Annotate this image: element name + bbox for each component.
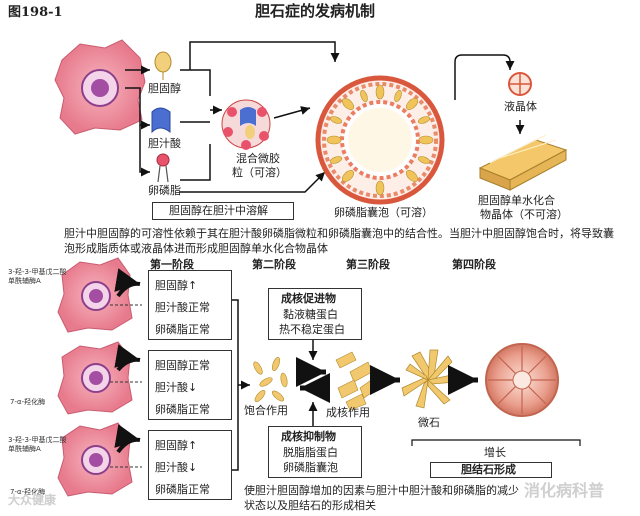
- stone-formation-box: 胆结石形成: [430, 462, 552, 478]
- cell-label-1: 3-羟-3-甲基戊二酸单酰辅酶A: [8, 268, 67, 285]
- caption-bottom-2: 状态以及胆结石的形成相关: [244, 499, 376, 512]
- stage-1-heading: 第一阶段: [150, 258, 194, 271]
- stage1-box-1: 胆固醇↑ 胆汁酸正常 卵磷脂正常: [148, 270, 232, 340]
- stage-2-heading: 第二阶段: [252, 258, 296, 271]
- mixed-micelle-label-1: 混合微胶: [236, 152, 280, 165]
- inhibitor-item-2: 卵磷脂囊泡: [283, 461, 338, 474]
- lecithin-vesicle-icon: [315, 75, 445, 205]
- liver-cell-2: [57, 341, 133, 415]
- monohydrate-label-2: 物晶体（不可溶）: [480, 208, 568, 221]
- stage1-box-2-row-2: 胆汁酸↓: [155, 381, 198, 394]
- stage1-box-3: 胆固醇↑ 胆汁酸↓ 卵磷脂正常: [148, 430, 232, 500]
- monohydrate-label-1: 胆固醇单水化合: [478, 194, 555, 207]
- stage1-box-2: 胆固醇正常 胆汁酸↓ 卵磷脂正常: [148, 350, 232, 420]
- promoter-item-2: 热不稳定蛋白: [279, 323, 345, 336]
- cell-label-3: 3-羟-3-甲基戊二酸单酰辅酶A: [8, 436, 67, 453]
- stage1-box-3-row-2: 胆汁酸↓: [155, 461, 198, 474]
- cholesterol-icon: [154, 51, 172, 80]
- saturated-crystals-icon: [253, 357, 288, 402]
- promoters-box: 成核促进物 黏液糖蛋白 热不稳定蛋白: [268, 288, 362, 340]
- liver-cell-top: [54, 39, 146, 135]
- cholesterol-label: 胆固醇: [148, 82, 181, 95]
- dissolve-label: 胆固醇在胆汁中溶解: [169, 204, 268, 217]
- gallstone-icon: [485, 343, 559, 417]
- microstone-icon: [401, 349, 457, 409]
- stage1-box-2-row-1: 胆固醇正常: [155, 359, 210, 372]
- nucleation-label: 成核作用: [326, 406, 370, 419]
- figure-label: 图198-1: [8, 5, 63, 20]
- stage1-box-2-row-3: 卵磷脂正常: [155, 403, 210, 416]
- stage-3-heading: 第三阶段: [346, 258, 390, 271]
- caption-top: 胆汁中胆固醇的可溶性依赖于其在胆汁酸卵磷脂微粒和卵磷脂囊泡中的结合性。当胆汁中胆…: [64, 227, 614, 255]
- stage1-box-1-row-3: 卵磷脂正常: [155, 323, 210, 336]
- dissolve-box: 胆固醇在胆汁中溶解: [152, 202, 294, 220]
- growth-label: 增长: [484, 446, 506, 459]
- bile-acid-icon: [151, 107, 171, 134]
- stage1-box-1-row-2: 胆汁酸正常: [155, 301, 210, 314]
- watermark-left: 大众健康: [8, 493, 57, 507]
- bile-acid-label: 胆汁酸: [148, 137, 181, 150]
- lecithin-label: 卵磷脂: [148, 184, 181, 197]
- inhibitors-title: 成核抑制物: [281, 430, 336, 443]
- mixed-micelle-label-2: 粒（可溶）: [232, 166, 287, 179]
- liver-cell-3: [57, 422, 133, 497]
- mixed-micelle-icon: [221, 99, 271, 150]
- microstone-label: 微石: [418, 416, 440, 429]
- page-title: 胆石症的发病机制: [255, 2, 376, 20]
- cell-label-4: 7-α-羟化酶: [10, 488, 46, 496]
- saturation-label: 饱合作用: [244, 404, 288, 417]
- equilibrium-arrows-icon: [296, 357, 330, 403]
- lecithin-icon: [156, 153, 170, 183]
- promoter-item-1: 黏液糖蛋白: [283, 308, 338, 321]
- liver-cell-1: [57, 257, 133, 333]
- stage1-box-1-row-1: 胆固醇↑: [155, 279, 198, 292]
- inhibitors-box: 成核抑制物 脱脂脂蛋白 卵磷脂囊泡: [268, 426, 362, 478]
- inhibitor-item-1: 脱脂脂蛋白: [283, 446, 338, 459]
- stone-formation-label: 胆结石形成: [461, 463, 516, 476]
- cell-label-2: 7-α-羟化酶: [10, 398, 46, 406]
- promoters-title: 成核促进物: [281, 292, 336, 305]
- stage-4-heading: 第四阶段: [452, 258, 496, 271]
- nucleated-crystals-icon: [335, 351, 379, 411]
- watermark-right: 消化病科普: [524, 481, 605, 500]
- liquid-crystal-label: 液晶体: [504, 100, 537, 113]
- monohydrate-crystal-icon: [478, 134, 568, 191]
- vesicle-label: 卵磷脂囊泡（可溶）: [334, 206, 433, 219]
- caption-bottom-1: 使胆汁胆固醇增加的因素与胆汁中胆汁酸和卵磷脂的减少: [244, 484, 519, 497]
- stage1-box-3-row-3: 卵磷脂正常: [155, 483, 210, 496]
- stage1-box-3-row-1: 胆固醇↑: [155, 439, 198, 452]
- liquid-crystal-icon: [508, 72, 532, 96]
